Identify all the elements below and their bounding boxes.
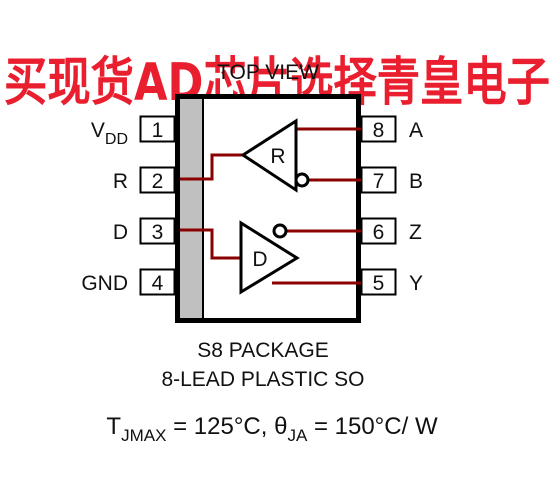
view-label: TOP VIEW xyxy=(217,61,319,84)
pin-3-name: D xyxy=(113,221,128,244)
pin-1: 1 xyxy=(139,115,176,143)
pin-4-number: 4 xyxy=(152,272,164,295)
pin-5: 5 xyxy=(360,268,397,296)
thermal-theta-subscript: JA xyxy=(287,426,308,445)
driver-symbol: D xyxy=(239,220,300,295)
receiver-inversion-bubble xyxy=(294,172,310,188)
pin-6-name: Z xyxy=(409,221,422,244)
pin-6: 6 xyxy=(360,217,397,245)
package-name: S8 PACKAGE xyxy=(197,339,329,362)
thermal-t-subscript: JMAX xyxy=(121,426,166,445)
pin-5-name: Y xyxy=(409,272,423,295)
pin-8-name: A xyxy=(409,119,423,142)
pin-3: 3 xyxy=(139,217,176,245)
pin-7-number: 7 xyxy=(373,170,385,193)
wire-r-output xyxy=(180,153,243,181)
pin-6-number: 6 xyxy=(373,221,385,244)
receiver-symbol: R xyxy=(240,118,310,193)
package-description: 8-LEAD PLASTIC SO xyxy=(161,368,364,391)
pin-4-name: GND xyxy=(81,272,128,295)
pin-7-name: B xyxy=(409,170,423,193)
pin-5-number: 5 xyxy=(373,272,385,295)
pin-1-number: 1 xyxy=(152,119,164,142)
driver-inversion-bubble xyxy=(272,223,288,239)
driver-label: D xyxy=(252,248,267,271)
pin-8-number: 8 xyxy=(373,119,385,142)
pin-2-number: 2 xyxy=(152,170,164,193)
pin-8: 8 xyxy=(360,115,397,143)
wire-d-input xyxy=(180,228,241,260)
body-stripe xyxy=(180,99,203,318)
pin-2: 2 xyxy=(139,166,176,194)
pin-1-name-subscript: DD xyxy=(105,131,128,148)
thermal-spec: TJMAX = 125°C, θJA = 150°C/ W xyxy=(106,413,438,445)
pin-1-name: VDD xyxy=(91,119,128,148)
pin-3-number: 3 xyxy=(152,221,164,244)
receiver-label: R xyxy=(270,145,285,168)
pin-7: 7 xyxy=(360,166,397,194)
pin-4: 4 xyxy=(139,268,176,296)
pin-2-name: R xyxy=(113,170,128,193)
